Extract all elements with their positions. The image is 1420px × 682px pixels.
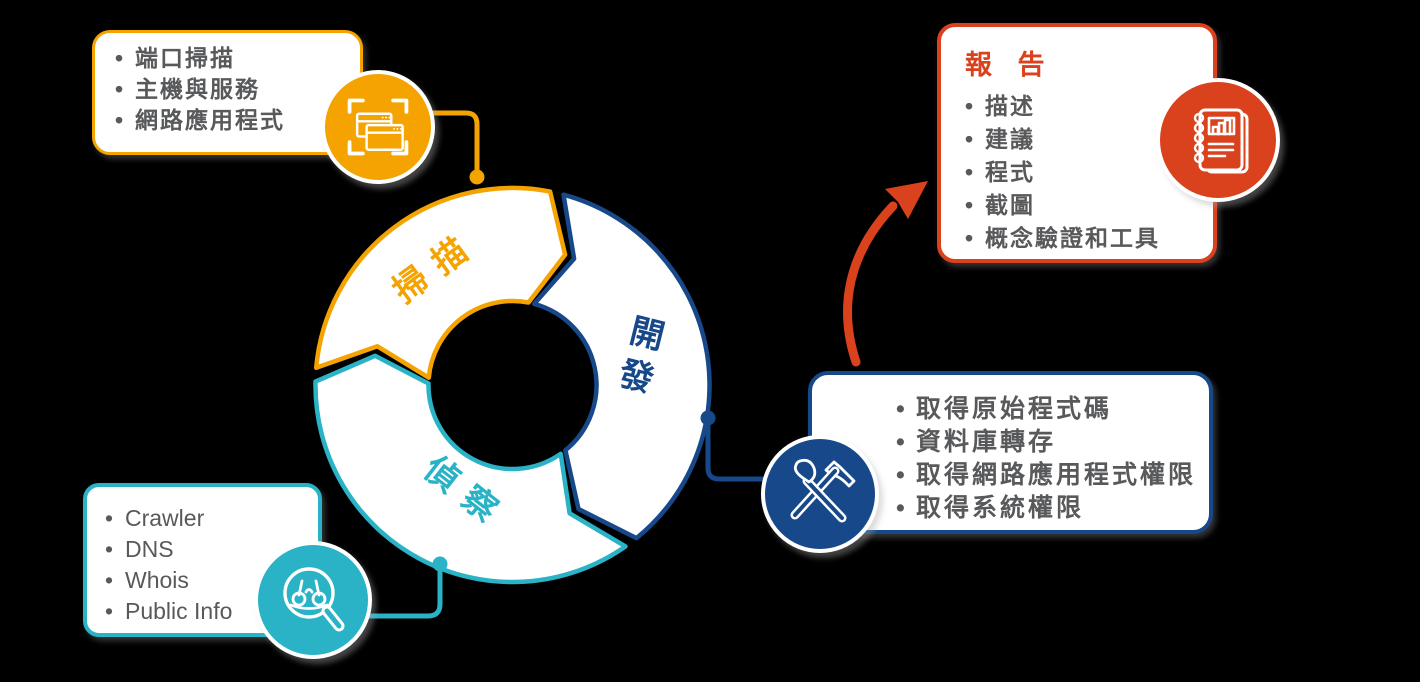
report-title: 報 告 — [965, 50, 1054, 80]
notebook-report-icon — [1193, 108, 1249, 174]
recon-item-list: CrawlerDNSWhoisPublic Info — [99, 503, 318, 627]
browser-windows-scan-icon — [347, 98, 409, 156]
recon-connector-dot — [432, 556, 448, 572]
scan-callout-box: 端口掃描主機與服務網路應用程式 — [92, 30, 363, 155]
list-item: 取得系統權限 — [890, 492, 1209, 525]
recon-badge — [254, 541, 372, 659]
scan-connector-dot — [469, 169, 485, 185]
list-item: 端口掃描 — [109, 43, 360, 74]
report-badge — [1156, 78, 1280, 202]
exploit-item-list: 取得原始程式碼資料庫轉存取得網路應用程式權限取得系統權限 — [890, 393, 1209, 525]
shovel-pickaxe-icon — [790, 458, 856, 523]
list-item: 建議 — [959, 123, 1213, 156]
exploit-badge — [761, 435, 879, 553]
segment-recon-arc — [313, 353, 628, 585]
list-item: 程式 — [959, 156, 1213, 189]
list-item: Whois — [99, 565, 318, 596]
binoculars-magnifier-icon — [283, 567, 345, 632]
list-item: 主機與服務 — [109, 74, 360, 105]
list-item: 取得網路應用程式權限 — [890, 459, 1209, 492]
list-item: DNS — [99, 534, 318, 565]
list-item: 描述 — [959, 90, 1213, 123]
report-item-list: 描述建議程式截圖概念驗證和工具 — [959, 90, 1213, 255]
report-arrow — [843, 181, 928, 367]
cycle-ring — [313, 185, 712, 585]
report-arrowhead — [885, 181, 928, 219]
recon-connector-line — [352, 556, 448, 619]
list-item: 網路應用程式 — [109, 105, 360, 136]
scan-badge — [321, 70, 435, 184]
recon-callout-box: CrawlerDNSWhoisPublic Info — [83, 483, 322, 637]
list-item: 取得原始程式碼 — [890, 393, 1209, 426]
list-item: 資料庫轉存 — [890, 426, 1209, 459]
scan-item-list: 端口掃描主機與服務網路應用程式 — [109, 43, 360, 136]
exploit-connector-line — [700, 410, 788, 482]
exploit-connector-dot — [700, 410, 716, 426]
segment-scan-arc — [313, 185, 568, 380]
list-item: 截圖 — [959, 189, 1213, 222]
list-item: Crawler — [99, 503, 318, 534]
segment-exploit-arc — [531, 192, 712, 541]
list-item: 概念驗證和工具 — [959, 222, 1213, 255]
scan-connector-line — [417, 110, 485, 185]
list-item: Public Info — [99, 596, 318, 627]
